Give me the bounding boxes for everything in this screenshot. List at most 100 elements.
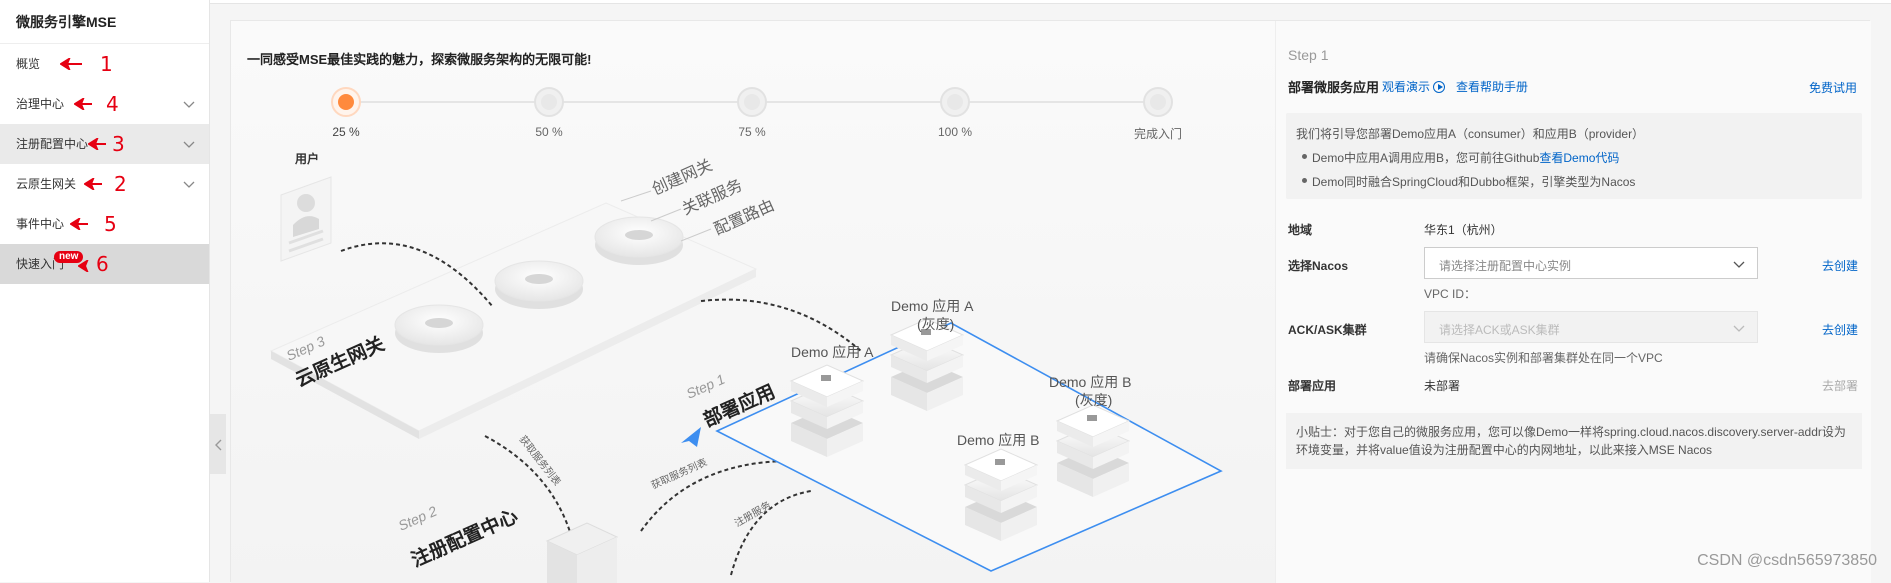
gateway-node-icon xyxy=(395,305,483,353)
watermark: CSDN @csdn565973850 xyxy=(1697,552,1877,570)
annotation-number: 3 xyxy=(112,124,125,164)
annotation-arrow-icon xyxy=(74,98,92,110)
nacos-create-link[interactable]: 去创建 xyxy=(1822,257,1858,274)
ack-create-link[interactable]: 去创建 xyxy=(1822,321,1858,338)
ack-placeholder: 请选择ACK或ASK集群 xyxy=(1439,321,1560,338)
page-headline: 一同感受MSE最佳实践的魅力，探索微服务架构的无限可能! xyxy=(247,49,592,68)
gateway-node-icon xyxy=(495,261,583,309)
guide-illustration-panel: 一同感受MSE最佳实践的魅力，探索微服务架构的无限可能! 25 % 50 % 7… xyxy=(231,21,1275,583)
step-number: Step 1 xyxy=(1288,47,1328,63)
annotation-arrow-icon xyxy=(70,218,88,230)
deploy-label: 部署应用 xyxy=(1288,377,1336,394)
gray-tag-label: (灰度) xyxy=(1075,392,1112,408)
chevron-down-icon xyxy=(1733,322,1745,336)
deploy-status: 未部署 xyxy=(1424,377,1460,394)
sidebar-item-label: 治理中心 xyxy=(16,97,64,111)
annotation-number: 2 xyxy=(114,164,127,204)
ack-select[interactable]: 请选择ACK或ASK集群 xyxy=(1424,311,1758,343)
chevron-down-icon xyxy=(1733,258,1745,272)
sidebar-item-label: 概览 xyxy=(16,57,40,71)
sidebar-item-gateway[interactable]: 云原生网关 2 xyxy=(0,164,209,204)
gray-tag-label: (灰度) xyxy=(917,316,954,332)
intro-box: 我们将引导您部署Demo应用A（consumer）和应用B（provider） … xyxy=(1286,113,1862,199)
progress-label: 50 % xyxy=(509,125,589,139)
annotation-arrow-icon xyxy=(78,260,90,272)
ack-label: ACK/ASK集群 xyxy=(1288,321,1367,338)
top-bar xyxy=(210,0,1891,4)
demo-app-label: Demo 应用 B xyxy=(957,432,1039,448)
chevron-down-icon xyxy=(183,164,195,204)
watch-demo-label: 观看演示 xyxy=(1382,80,1430,94)
cursor-arrow-icon xyxy=(681,427,701,447)
server-stack-icon xyxy=(965,449,1037,541)
help-manual-link[interactable]: 查看帮助手册 xyxy=(1456,78,1528,95)
sidebar-title: 微服务引擎MSE xyxy=(0,0,209,44)
annotation-number: 6 xyxy=(96,244,109,284)
sidebar-item-label: 注册配置中心 xyxy=(16,137,88,151)
progress-node[interactable] xyxy=(737,87,767,117)
vpc-id-label: VPC ID： xyxy=(1424,285,1476,302)
bullet-text: Demo中应用A调用应用B，您可前往Github xyxy=(1312,151,1539,165)
nacos-select[interactable]: 请选择注册配置中心实例 xyxy=(1424,247,1758,279)
sidebar-collapse-handle[interactable] xyxy=(210,414,226,474)
step1-en-label: Step 1 xyxy=(684,371,727,402)
play-icon xyxy=(1433,81,1445,93)
watch-demo-link[interactable]: 观看演示 xyxy=(1382,78,1445,95)
ack-hint: 请确保Nacos实例和部署集群处在同一个VPC xyxy=(1424,349,1663,366)
chevron-down-icon xyxy=(183,124,195,164)
demo-app-label: Demo 应用 A xyxy=(791,344,874,360)
progress-label: 75 % xyxy=(712,125,792,139)
sidebar-item-quickstart[interactable]: 快速入门 new 6 xyxy=(0,244,209,284)
progress-label: 25 % xyxy=(306,125,386,139)
user-label: 用户 xyxy=(294,151,319,166)
sidebar-item-governance[interactable]: 治理中心 4 xyxy=(0,84,209,124)
sidebar: 微服务引擎MSE 概览 1 治理中心 4 注册配置中心 3 云原生网关 2 事件… xyxy=(0,0,210,582)
demo-app-label: Demo 应用 B xyxy=(1049,374,1131,390)
progress-node[interactable] xyxy=(940,87,970,117)
step2-en-label: Step 2 xyxy=(396,503,440,534)
progress-node[interactable] xyxy=(1143,87,1173,117)
progress-node[interactable] xyxy=(534,87,564,117)
demo-app-label: Demo 应用 A xyxy=(891,298,974,314)
progress-node-gift-icon[interactable] xyxy=(331,87,361,117)
intro-bullet: Demo同时融合SpringCloud和Dubbo框架，引擎类型为Nacos xyxy=(1312,173,1635,190)
sidebar-item-label: 事件中心 xyxy=(16,217,64,231)
chevron-left-icon xyxy=(214,439,222,451)
progress-label: 100 % xyxy=(915,125,995,139)
architecture-illustration: 用户 创建网关 xyxy=(231,151,1275,583)
intro-text: 我们将引导您部署Demo应用A（consumer）和应用B（provider） xyxy=(1296,125,1644,142)
sidebar-item-registry[interactable]: 注册配置中心 3 xyxy=(0,124,209,164)
server-stack-icon xyxy=(1057,405,1129,497)
annotation-number: 1 xyxy=(100,44,113,84)
nacos-placeholder: 请选择注册配置中心实例 xyxy=(1439,257,1571,274)
region-value: 华东1（杭州） xyxy=(1424,221,1503,238)
server-stack-icon xyxy=(891,319,963,411)
registry-box-icon xyxy=(547,523,617,583)
chevron-down-icon xyxy=(183,84,195,124)
nacos-label: 选择Nacos xyxy=(1288,257,1348,274)
view-demo-code-link[interactable]: 查看Demo代码 xyxy=(1539,151,1619,165)
free-trial-link[interactable]: 免费试用 xyxy=(1809,79,1857,96)
flow-label: 获取服务列表 xyxy=(649,455,709,491)
flow-label: 注册服务 xyxy=(732,498,773,529)
annotation-arrow-icon xyxy=(88,138,106,150)
region-label: 地域 xyxy=(1288,221,1312,238)
deploy-button[interactable]: 去部署 xyxy=(1822,377,1858,394)
annotation-number: 4 xyxy=(106,84,119,124)
server-stack-icon xyxy=(791,365,863,457)
annotation-number: 5 xyxy=(104,204,117,244)
progress-label: 完成入门 xyxy=(1118,125,1198,142)
quickstart-card: 一同感受MSE最佳实践的魅力，探索微服务架构的无限可能! 25 % 50 % 7… xyxy=(230,20,1870,582)
intro-bullet: Demo中应用A调用应用B，您可前往Github查看Demo代码 xyxy=(1312,149,1619,166)
sidebar-item-overview[interactable]: 概览 1 xyxy=(0,44,209,84)
tip-box: 小贴士：对于您自己的微服务应用，您可以像Demo一样将spring.cloud.… xyxy=(1286,413,1862,469)
panel-title: 部署微服务应用 xyxy=(1288,77,1379,96)
tip-text: 小贴士：对于您自己的微服务应用，您可以像Demo一样将spring.cloud.… xyxy=(1296,423,1852,459)
step-form-panel: Step 1 部署微服务应用 观看演示 查看帮助手册 免费试用 我们将引导您部署… xyxy=(1275,21,1871,583)
annotation-arrow-icon xyxy=(84,178,102,190)
sidebar-item-events[interactable]: 事件中心 5 xyxy=(0,204,209,244)
user-card-icon xyxy=(281,177,331,261)
sidebar-item-label: 云原生网关 xyxy=(16,177,76,191)
annotation-arrow-icon xyxy=(60,58,82,70)
gateway-node-icon xyxy=(595,217,683,265)
